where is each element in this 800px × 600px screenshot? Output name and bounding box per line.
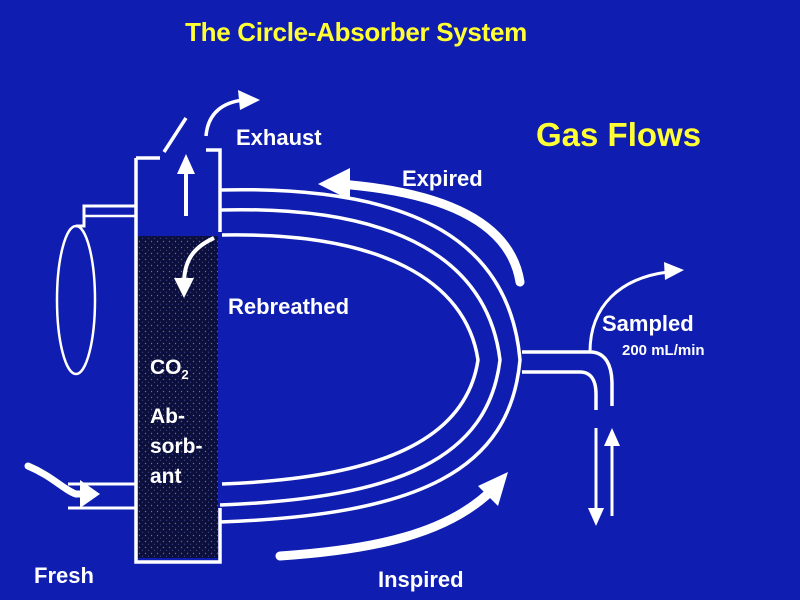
- co2-text: CO: [150, 356, 182, 379]
- inspired-flow-arrow: [275, 481, 501, 561]
- slide-title: The Circle-Absorber System: [185, 17, 527, 47]
- co2-label: CO2: [150, 356, 189, 382]
- sample-down-arrowhead: [588, 508, 604, 526]
- sampled-flow-arrow: [588, 270, 669, 353]
- exhaust-valve: [162, 117, 188, 153]
- reservoir-bag: [55, 224, 97, 376]
- rebreathed-label: Rebreathed: [228, 294, 350, 319]
- expired-label: Expired: [402, 166, 483, 191]
- sample-port-tube: [522, 350, 614, 410]
- absorbant-line-1: Ab-: [150, 405, 185, 428]
- fresh-gas-arrowhead: [80, 480, 100, 508]
- inner-hose: [221, 233, 480, 486]
- sampled-label: Sampled: [602, 311, 694, 336]
- exhaust-up-arrowhead: [177, 154, 195, 174]
- absorbant-line-2: sorb-: [150, 435, 203, 458]
- fresh-gas-inlet: [68, 482, 136, 510]
- fresh-gas-flow-arrow: [24, 462, 90, 498]
- fresh-label: Fresh: [34, 563, 94, 588]
- sample-up-arrowhead: [604, 428, 620, 446]
- outer-hose: [219, 187, 522, 524]
- rebreathed-arrowhead: [174, 278, 194, 298]
- absorbent-granules: [138, 236, 218, 558]
- middle-hose: [219, 207, 502, 507]
- slide-subtitle: Gas Flows: [536, 116, 702, 153]
- absorbant-label: Ab- sorb- ant: [150, 402, 203, 492]
- expired-arrowhead: [318, 168, 350, 200]
- sampled-arrowhead: [664, 262, 684, 280]
- exhaust-label: Exhaust: [236, 125, 322, 150]
- sample-rate-label: 200 mL/min: [622, 342, 705, 359]
- exhaust-out-arrowhead: [238, 90, 260, 110]
- breathing-circuit: [219, 187, 522, 524]
- expired-flow-arrow: [335, 179, 525, 287]
- inspired-arrowhead: [478, 472, 508, 506]
- co2-subscript: 2: [181, 367, 189, 383]
- inspired-label: Inspired: [378, 567, 464, 592]
- absorbant-line-3: ant: [150, 465, 182, 488]
- absorber-canister-outline: [134, 148, 222, 564]
